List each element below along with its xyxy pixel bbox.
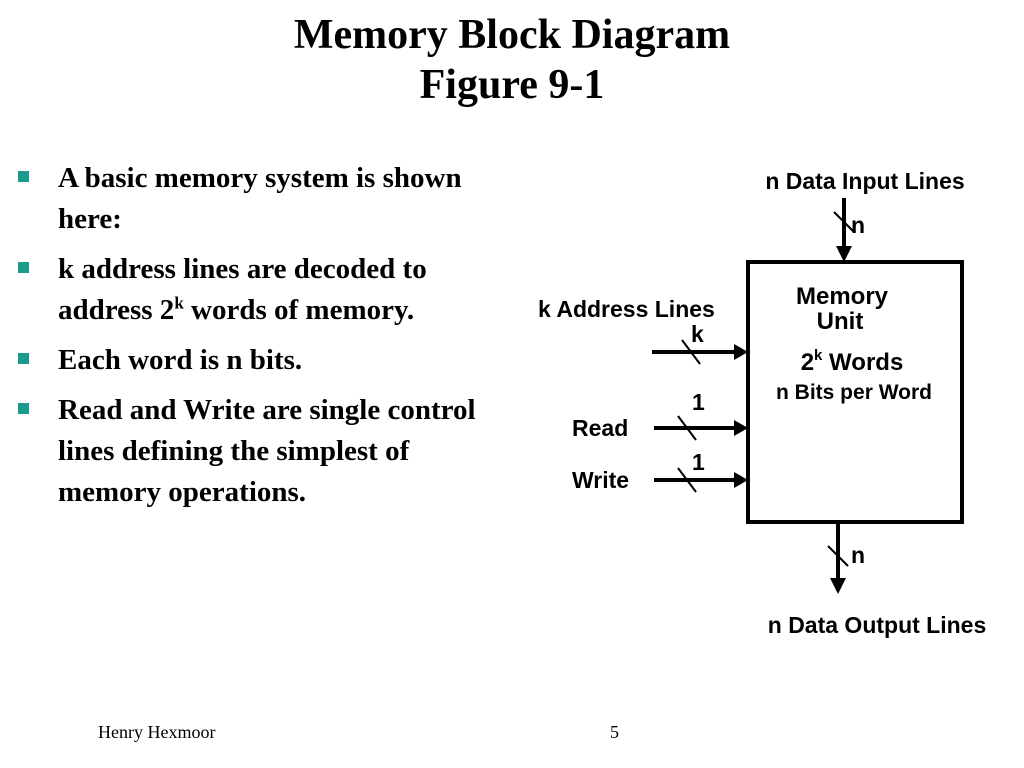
data-input-arrowhead <box>836 246 852 262</box>
memory-unit-label-line-2: Unit <box>817 308 864 335</box>
words-base: 2 <box>801 349 814 376</box>
bullet-item: Each word is n bits. <box>18 340 518 381</box>
bullet-item: Read and Write are single control lines … <box>18 390 518 513</box>
read-label: Read <box>572 415 628 441</box>
write-width-label: 1 <box>692 449 705 475</box>
read-arrowhead <box>734 420 748 436</box>
data-input-width-label: n <box>851 212 865 238</box>
footer-page-number: 5 <box>610 722 619 742</box>
bullet-text-pre: k address lines are decoded to address 2 <box>58 253 427 326</box>
words-superscript: k <box>814 347 823 364</box>
address-lines-label: k Address Lines <box>538 296 715 322</box>
title-line-1: Memory Block Diagram <box>293 12 731 58</box>
read-width-label: 1 <box>692 389 705 415</box>
write-label: Write <box>572 467 629 493</box>
bullet-item: k address lines are decoded to address 2… <box>18 249 518 331</box>
data-output-arrowhead <box>830 578 846 594</box>
square-bullet-icon <box>18 171 29 182</box>
data-output-width-label: n <box>851 542 865 568</box>
bullet-text: A basic memory system is shown here: <box>58 162 462 235</box>
address-width-label: k <box>691 321 704 347</box>
title-line-2: Figure 9-1 <box>419 62 605 108</box>
write-bus-slash <box>677 467 697 493</box>
bits-per-word-label: n Bits per Word <box>776 381 932 404</box>
slide-title: Memory Block Diagram Figure 9-1 <box>0 10 1024 110</box>
memory-unit-label-line-1: Memory <box>796 283 889 310</box>
memory-unit-box <box>746 260 964 524</box>
bullet-text-post: words of memory. <box>183 294 415 326</box>
read-bus-slash <box>677 415 697 441</box>
bullet-text: Read and Write are single control lines … <box>58 394 476 508</box>
address-arrowhead <box>734 344 748 360</box>
words-count-label: 2k Words <box>801 347 904 376</box>
bullet-superscript: k <box>174 293 184 313</box>
data-input-lines-label: n Data Input Lines <box>765 168 964 194</box>
footer-author: Henry Hexmoor <box>98 722 216 742</box>
words-text: Words <box>822 349 903 376</box>
square-bullet-icon <box>18 262 29 273</box>
bullet-item: A basic memory system is shown here: <box>18 158 518 240</box>
bullet-text: Each word is n bits. <box>58 344 303 376</box>
square-bullet-icon <box>18 353 29 364</box>
data-output-lines-label: n Data Output Lines <box>768 612 987 638</box>
data-output-bus-slash <box>827 545 849 567</box>
square-bullet-icon <box>18 403 29 414</box>
write-arrowhead <box>734 472 748 488</box>
bullet-list: A basic memory system is shown here: k a… <box>18 158 518 522</box>
address-bus-slash <box>681 339 701 365</box>
data-input-bus-slash <box>833 211 855 233</box>
